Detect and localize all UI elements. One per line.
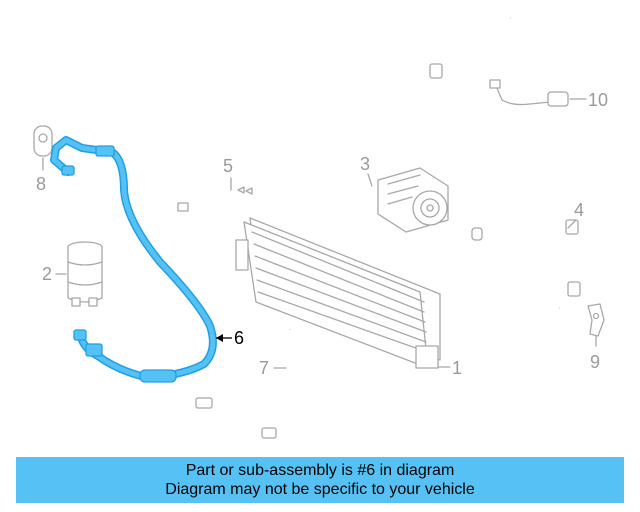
part-10-sensor bbox=[489, 79, 569, 107]
part-8-fitting bbox=[33, 125, 53, 171]
callout-8: 8 bbox=[36, 174, 46, 194]
part-6-hose-highlighted bbox=[50, 136, 217, 383]
callout-1: 1 bbox=[452, 358, 462, 378]
callout-5: 5 bbox=[223, 156, 233, 176]
leader-4 bbox=[567, 219, 577, 229]
callout-9: 9 bbox=[590, 352, 600, 372]
part-5-hose bbox=[177, 184, 483, 260]
part-1-condenser bbox=[235, 217, 441, 369]
banner-line-1: Part or sub-assembly is #6 in diagram bbox=[185, 462, 455, 479]
arrow-icon bbox=[216, 334, 223, 342]
info-banner: Part or sub-assembly is #6 in diagram Di… bbox=[16, 457, 624, 503]
callout-6: 6 bbox=[234, 328, 244, 348]
callout-4: 4 bbox=[574, 200, 584, 220]
part-9-bracket bbox=[587, 303, 605, 347]
part-4-hose bbox=[429, 16, 581, 311]
leader-3 bbox=[367, 173, 373, 187]
banner-line-2: Diagram may not be specific to your vehi… bbox=[165, 481, 475, 498]
callout-2: 2 bbox=[42, 264, 52, 284]
callout-10: 10 bbox=[588, 90, 608, 110]
callout-7: 7 bbox=[259, 358, 269, 378]
part-7-hose bbox=[195, 329, 292, 439]
part-3-compressor bbox=[377, 167, 449, 233]
part-2-drier bbox=[67, 241, 103, 307]
callout-3: 3 bbox=[360, 154, 370, 174]
